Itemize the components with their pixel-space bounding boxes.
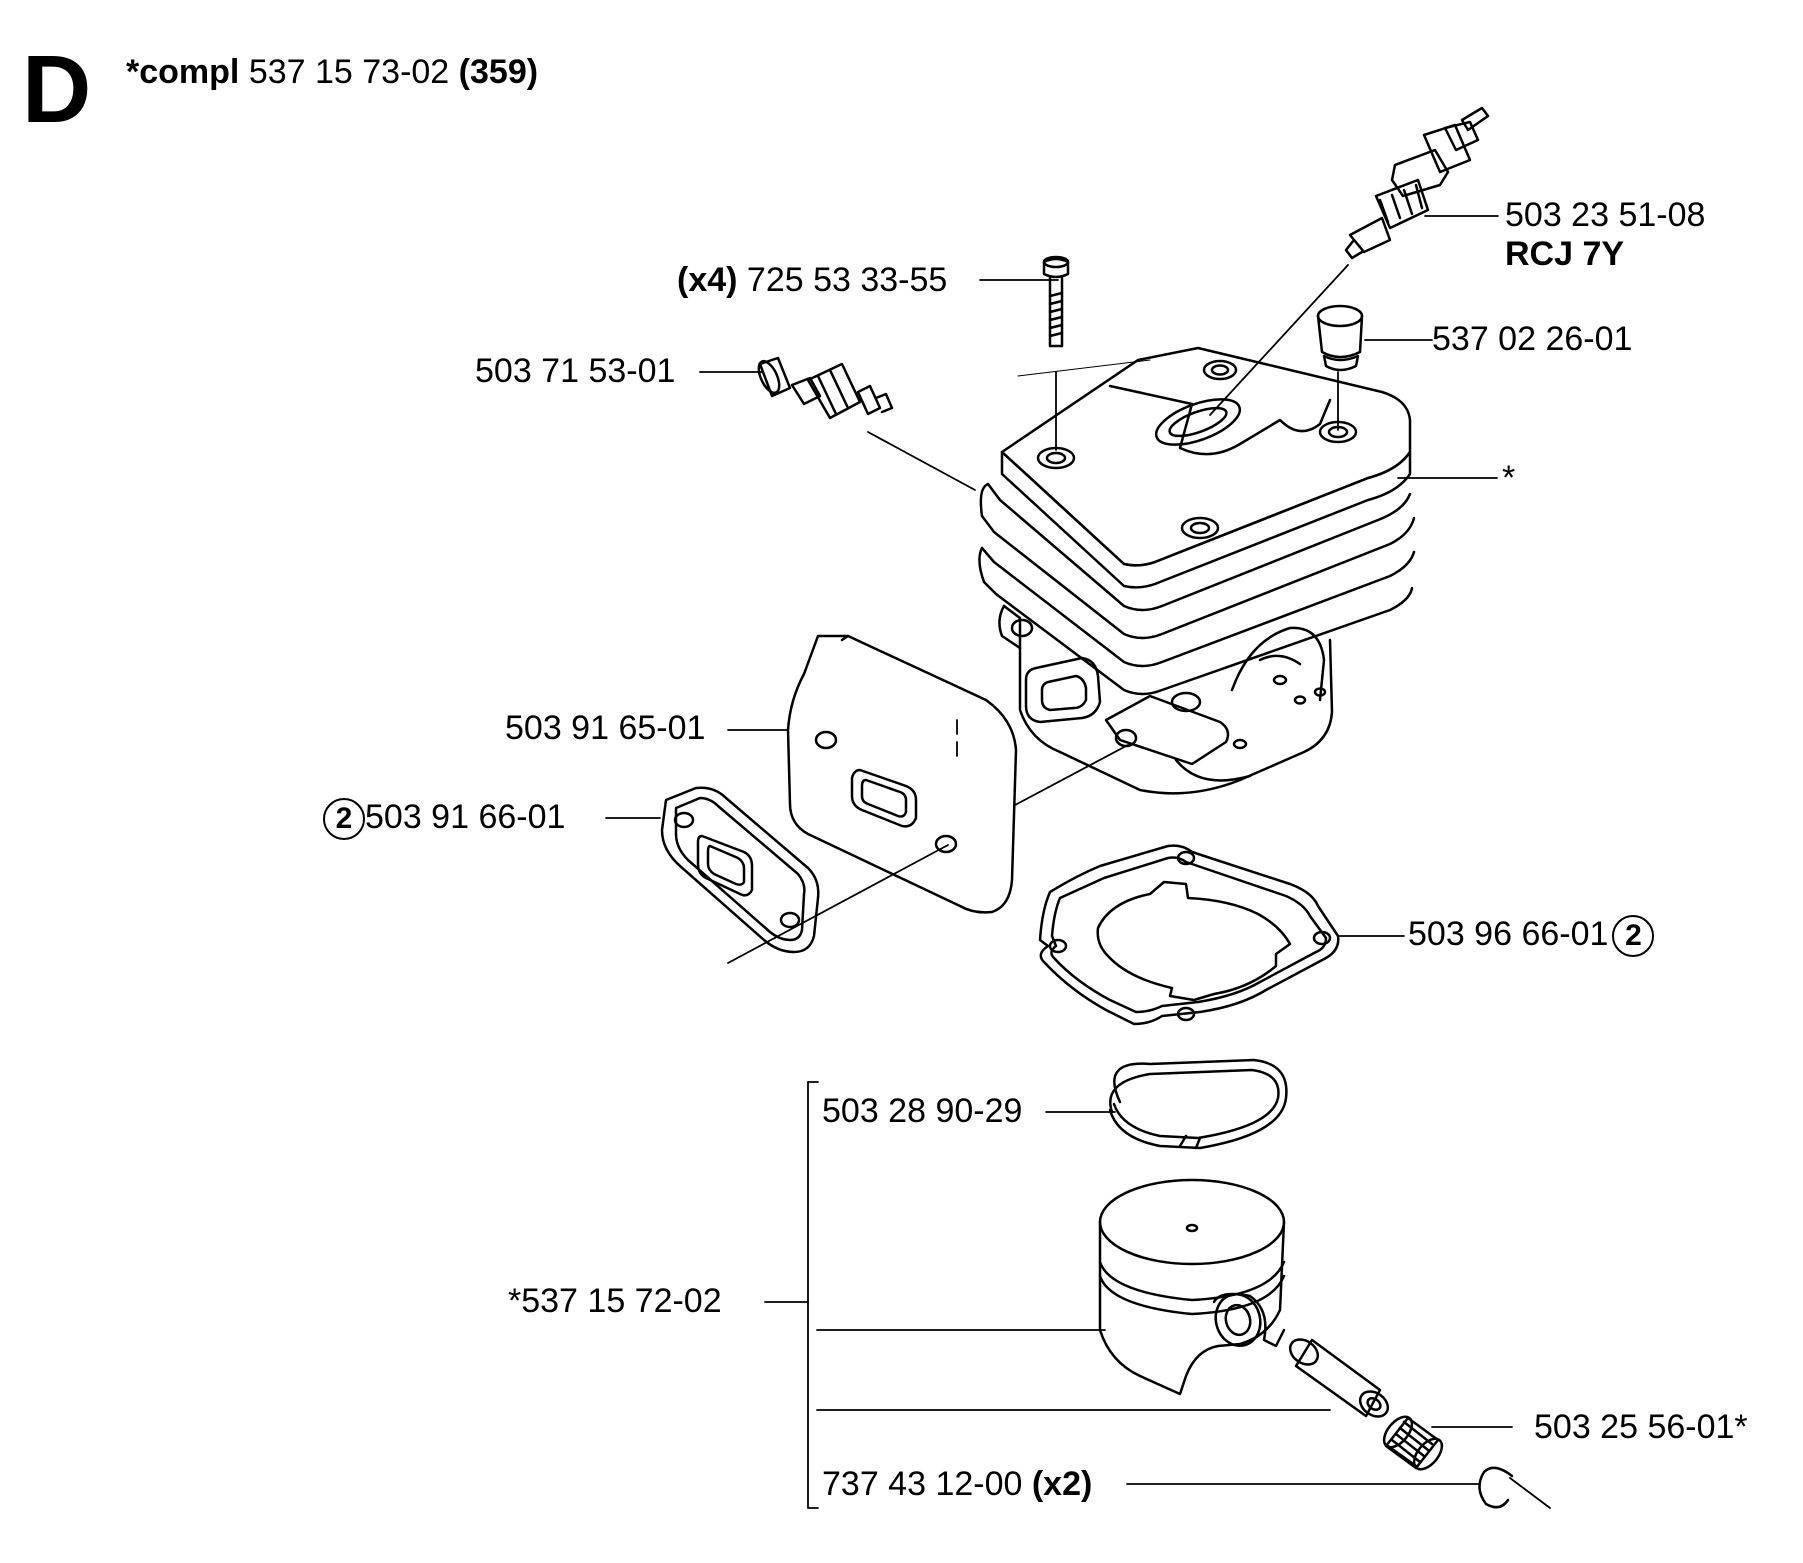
section-letter: D <box>22 36 92 143</box>
heat-shield-part <box>786 634 1018 914</box>
exhaust-gasket-part <box>660 786 820 954</box>
plug-cap-part <box>1316 304 1364 372</box>
cylinder-gasket-ref: 2 <box>1612 915 1655 957</box>
piston-ring-part <box>1108 1058 1288 1150</box>
plug-cap-number: 537 02 26-01 <box>1432 320 1633 358</box>
compl-prefix: *compl <box>126 53 240 91</box>
exhaust-gasket-ref: 2 <box>323 798 365 840</box>
cylinder-screw-part <box>1042 255 1070 348</box>
spark-plug-number: 503 23 51-08 <box>1505 196 1706 234</box>
heat-shield-number: 503 91 65-01 <box>505 709 706 747</box>
screw-qty: (x4) <box>677 261 738 299</box>
decompression-valve-number: 503 71 53-01 <box>475 352 676 390</box>
circlip-number: 737 43 12-00 <box>822 1465 1023 1503</box>
spark-plug-type: RCJ 7Y <box>1505 235 1625 273</box>
compl-header: *compl 537 15 73-02 (359) <box>126 54 538 90</box>
spark-plug-part <box>1344 106 1490 260</box>
screw-number: 725 53 33-55 <box>746 261 948 299</box>
piston-pin-part <box>1288 1338 1390 1418</box>
circlip-qty: (x2) <box>1031 1465 1093 1503</box>
leader-lines <box>605 215 1551 1509</box>
cylinder-gasket-number: 503 96 66-01 <box>1408 914 1609 953</box>
compl-number: 537 15 73-02 <box>248 53 450 91</box>
screw-label: (x4) 725 53 33-55 <box>677 262 947 298</box>
cylinder-number: * <box>1502 459 1516 497</box>
cylinder-gasket-part <box>1038 844 1340 1026</box>
compl-page: (359) <box>458 53 539 91</box>
cylinder-part <box>978 346 1416 795</box>
circlip-part <box>1478 1466 1514 1509</box>
circlip-label: 737 43 12-00 (x2) <box>822 1466 1092 1502</box>
piston-ring-number: 503 28 90-29 <box>822 1092 1023 1130</box>
decompression-valve-part <box>757 356 894 420</box>
exhaust-gasket-number: 503 91 66-01 <box>365 797 566 836</box>
needle-bearing-number: 503 25 56-01* <box>1534 1408 1748 1446</box>
piston-kit-number: *537 15 72-02 <box>508 1282 722 1320</box>
piston-part <box>1098 1178 1286 1396</box>
needle-bearing-part <box>1382 1415 1444 1471</box>
